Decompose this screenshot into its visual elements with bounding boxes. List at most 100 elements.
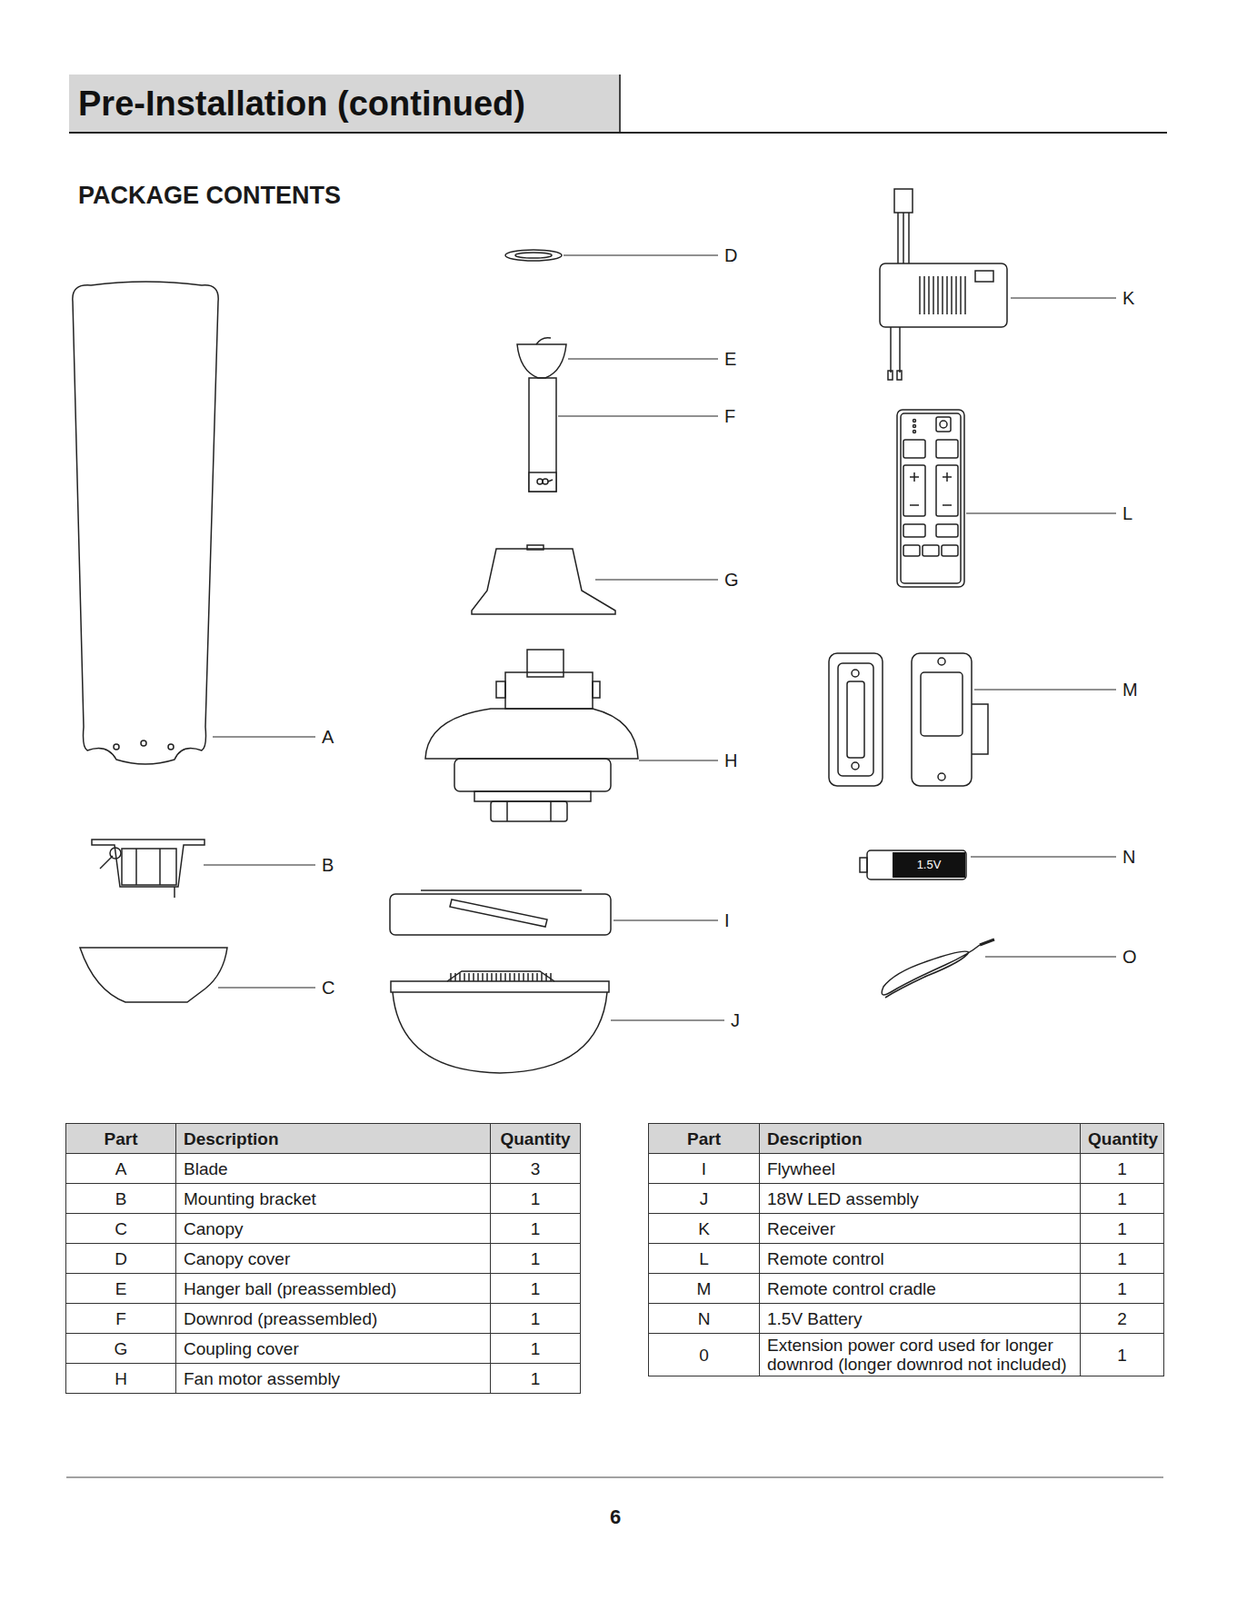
- table-text: Canopy cover: [183, 1249, 290, 1269]
- table-cell: B: [66, 1184, 177, 1215]
- table-cell: 1: [490, 1214, 581, 1245]
- table-text: L: [698, 1249, 709, 1269]
- callout-letter: J: [730, 1011, 740, 1030]
- drawing-stroke: [638, 760, 719, 762]
- table-cell: 1: [1080, 1184, 1165, 1215]
- drawing-stroke: [936, 417, 951, 432]
- table-cell: 1: [1080, 1334, 1165, 1377]
- table-cell: 1: [490, 1274, 581, 1305]
- drawing-stroke: [936, 465, 958, 517]
- table-text: 1: [1117, 1249, 1128, 1269]
- table-text: G: [114, 1339, 129, 1359]
- drawing-stroke: [496, 681, 506, 699]
- blade-drawing: [72, 281, 219, 765]
- parts-table: PartDescriptionQuantityIFlywheel1J18W LE…: [648, 1123, 1165, 1377]
- table-text: 1: [1117, 1346, 1128, 1366]
- coupling-cover-drawing: [471, 545, 616, 615]
- drawing-stroke: [592, 681, 600, 699]
- motor-drawing: [425, 649, 639, 822]
- drawing-stroke: [879, 263, 1008, 328]
- drawing-stroke: [537, 478, 543, 485]
- drawing-stroke: [936, 524, 958, 538]
- bracket-drawing: [91, 839, 205, 898]
- table-text: J: [699, 1189, 709, 1209]
- table-cell: Downrod (preassembled): [176, 1304, 491, 1335]
- drawing-stroke: [113, 744, 120, 750]
- table-text: 0: [698, 1346, 709, 1366]
- drawing-stroke: [913, 425, 917, 429]
- drawing-stroke: [458, 973, 461, 982]
- table-text: Remote control: [767, 1249, 885, 1269]
- table-text: 1: [530, 1309, 541, 1329]
- table-cell: Description: [759, 1124, 1081, 1155]
- drawing-stroke: [903, 439, 926, 459]
- table-cell: 18W LED assembly: [759, 1184, 1081, 1215]
- drawing-stroke: [548, 479, 553, 482]
- drawing-stroke: [468, 973, 470, 982]
- table-text: 1: [1117, 1189, 1128, 1209]
- table-header: Description: [183, 1129, 280, 1149]
- drawing-stroke: [531, 973, 534, 982]
- table-cell: 1: [1080, 1274, 1165, 1305]
- table-text: Downrod (preassembled): [183, 1309, 378, 1329]
- drawing-stroke: [897, 370, 902, 380]
- table-text: N: [698, 1309, 711, 1329]
- parts-table: PartDescriptionQuantityABlade3BMounting …: [65, 1123, 581, 1395]
- drawing-stroke: [897, 409, 965, 588]
- drawing-stroke: [490, 973, 493, 982]
- drawing-stroke: [985, 957, 1117, 958]
- drawing-stroke: [941, 276, 944, 315]
- table-cell: Remote control: [759, 1244, 1081, 1275]
- drawing-stroke: [536, 973, 539, 982]
- table-text: 1: [530, 1249, 541, 1269]
- drawing-stroke: [900, 413, 961, 584]
- drawing-stroke: [867, 850, 967, 880]
- drawing-stroke: [971, 704, 988, 755]
- leader-lines: [203, 255, 1117, 1021]
- table-cell: Quantity: [1080, 1124, 1165, 1155]
- table-cell: 1: [1080, 1154, 1165, 1185]
- battery-drawing: [859, 850, 967, 880]
- table-text: Hanger ball (preassembled): [183, 1279, 397, 1299]
- drawing-stroke: [837, 663, 874, 777]
- drawing-stroke: [936, 439, 958, 459]
- drawing-stroke: [851, 762, 859, 770]
- drawing-stroke: [168, 744, 174, 750]
- drawing-stroke: [450, 973, 551, 982]
- drawing-stroke: [173, 887, 176, 898]
- table-header: Part: [687, 1129, 721, 1149]
- table-cell: H: [66, 1364, 177, 1395]
- drawing-stroke: [563, 255, 719, 257]
- table-cell: G: [66, 1334, 177, 1365]
- table-cell: Canopy cover: [176, 1244, 491, 1275]
- drawing-stroke: [505, 249, 562, 261]
- page-title: Pre-Installation (continued): [78, 78, 526, 130]
- callout-letter: L: [1122, 504, 1133, 523]
- title-band: [69, 74, 620, 133]
- drawing-stroke: [595, 579, 719, 581]
- table-cell: Extension power cord used for longer dow…: [759, 1334, 1081, 1377]
- table-text: K: [698, 1219, 710, 1239]
- drawing-stroke: [508, 973, 511, 982]
- table-cell: 1: [1080, 1214, 1165, 1245]
- table-cell: J: [648, 1184, 760, 1215]
- drawing-stroke: [540, 973, 543, 982]
- drawing-stroke: [447, 971, 555, 982]
- table-cell: A: [66, 1154, 177, 1185]
- table-cell: Receiver: [759, 1214, 1081, 1245]
- table-text: A: [115, 1159, 128, 1179]
- drawing-stroke: [505, 672, 593, 709]
- drawing-stroke: [471, 548, 616, 615]
- cord-plug: [979, 939, 995, 946]
- drawing-stroke: [941, 545, 958, 557]
- drawing-stroke: [528, 378, 557, 492]
- drawing-stroke: [212, 737, 316, 739]
- callout-letter: D: [724, 246, 738, 265]
- drawing-stroke: [99, 856, 113, 869]
- drawing-stroke: [472, 973, 475, 982]
- table-cell: Remote control cradle: [759, 1274, 1081, 1305]
- drawing-stroke: [518, 973, 520, 982]
- callout-letter: M: [1122, 680, 1138, 699]
- drawing-stroke: [218, 987, 316, 989]
- table-text: 1: [1117, 1159, 1128, 1179]
